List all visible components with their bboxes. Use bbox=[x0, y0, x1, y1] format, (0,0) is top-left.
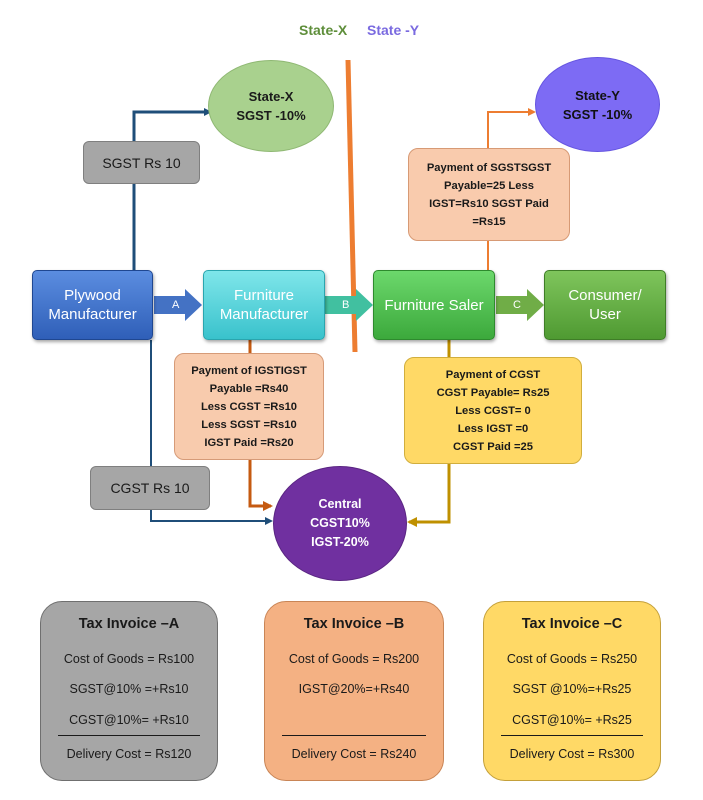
note-line: Payable=25 Less bbox=[444, 179, 534, 192]
state-x-circle: State-X SGST -10% bbox=[208, 60, 334, 152]
invoice-a-title: Tax Invoice –A bbox=[78, 616, 180, 632]
furniture-manufacturer-label-line2: Manufacturer bbox=[219, 306, 309, 323]
invoice-a-sgst: SGST@10% =+Rs10 bbox=[69, 682, 189, 696]
invoice-b-title: Tax Invoice –B bbox=[303, 616, 405, 632]
central-circle-title: Central bbox=[318, 497, 362, 511]
invoice-c-sgst: SGST @10%=+Rs25 bbox=[512, 682, 632, 696]
cgst-connector bbox=[150, 340, 273, 525]
cgst-amount-label: CGST Rs 10 bbox=[110, 480, 190, 496]
cgst-amount-box: CGST Rs 10 bbox=[90, 466, 210, 510]
invoice-c-cost: Cost of Goods = Rs250 bbox=[506, 652, 638, 666]
arrow-c bbox=[496, 289, 544, 321]
invoice-a-divider bbox=[58, 735, 200, 736]
note-line: Less CGST =Rs10 bbox=[200, 400, 298, 413]
invoice-c-divider bbox=[501, 735, 643, 736]
state-y-circle-rate: SGST -10% bbox=[562, 106, 633, 122]
furniture-manufacturer-box: Furniture Manufacturer bbox=[203, 270, 325, 340]
sgst-amount-label: SGST Rs 10 bbox=[102, 154, 181, 171]
sgst-amount-box: SGST Rs 10 bbox=[83, 141, 200, 184]
plywood-label-line2: Manufacturer bbox=[48, 306, 137, 323]
central-circle: Central CGST10% IGST-20% bbox=[273, 466, 407, 581]
state-y-connector-upper bbox=[487, 108, 536, 148]
note-line: Less SGST =Rs10 bbox=[201, 418, 297, 431]
arrow-b-label: B bbox=[342, 299, 350, 311]
note-line: Payment of SGSTSGST bbox=[426, 161, 552, 174]
arrow-a-label: A bbox=[172, 299, 180, 311]
plywood-manufacturer-box: Plywood Manufacturer bbox=[32, 270, 153, 340]
invoice-a-total: Delivery Cost = Rs120 bbox=[66, 747, 192, 761]
invoice-c-total: Delivery Cost = Rs300 bbox=[509, 747, 635, 761]
sgst-payment-note: Payment of SGSTSGST Payable=25 Less IGST… bbox=[408, 148, 570, 241]
furniture-manufacturer-label-line1: Furniture bbox=[233, 287, 295, 304]
state-x-circle-rate: SGST -10% bbox=[236, 108, 306, 123]
invoice-b-cost: Cost of Goods = Rs200 bbox=[288, 652, 420, 666]
arrow-a bbox=[154, 289, 202, 321]
tax-invoice-a: Tax Invoice –A Cost of Goods = Rs100 SGS… bbox=[40, 601, 218, 781]
invoice-c-title: Tax Invoice –C bbox=[521, 616, 623, 632]
cgst-saler-connector-lower bbox=[407, 464, 451, 527]
tax-invoice-b: Tax Invoice –B Cost of Goods = Rs200 IGS… bbox=[264, 601, 444, 781]
note-line: Less CGST= 0 bbox=[455, 404, 531, 417]
note-line: Payment of CGST bbox=[445, 368, 541, 381]
central-circle-igst: IGST-20% bbox=[311, 535, 369, 549]
invoice-b-divider bbox=[282, 735, 426, 736]
note-line: Less IGST =0 bbox=[457, 422, 529, 435]
state-y-circle-title: State-Y bbox=[575, 87, 620, 103]
state-y-circle: State-Y SGST -10% bbox=[535, 57, 660, 152]
consumer-box: Consumer/ User bbox=[544, 270, 666, 340]
state-y-label: State -Y bbox=[367, 22, 420, 38]
arrow-b bbox=[325, 289, 373, 321]
consumer-label-line2: User bbox=[589, 306, 621, 323]
invoice-a-cgst: CGST@10%= +Rs10 bbox=[69, 713, 189, 727]
consumer-label-line1: Consumer/ bbox=[568, 287, 642, 304]
igst-connector-lower bbox=[248, 460, 273, 511]
furniture-saler-box: Furniture Saler bbox=[373, 270, 495, 340]
state-x-label: State-X bbox=[299, 22, 348, 38]
invoice-c-cgst: CGST@10%= +Rs25 bbox=[512, 713, 632, 727]
furniture-saler-label: Furniture Saler bbox=[384, 296, 484, 314]
note-line: Payable =Rs40 bbox=[209, 382, 289, 395]
note-line: IGST Paid =Rs20 bbox=[204, 436, 294, 449]
invoice-b-igst: IGST@20%=+Rs40 bbox=[298, 682, 410, 696]
note-line: IGST=Rs10 SGST Paid bbox=[429, 197, 549, 210]
invoice-b-total: Delivery Cost = Rs240 bbox=[291, 747, 417, 761]
tax-invoice-c: Tax Invoice –C Cost of Goods = Rs250 SGS… bbox=[483, 601, 661, 781]
note-line: Payment of IGSTIGST bbox=[191, 364, 307, 377]
invoice-a-cost: Cost of Goods = Rs100 bbox=[63, 652, 195, 666]
igst-payment-note: Payment of IGSTIGST Payable =Rs40 Less C… bbox=[174, 353, 324, 460]
plywood-label-line1: Plywood bbox=[64, 287, 121, 304]
arrow-c-label: C bbox=[513, 299, 521, 311]
note-line: =Rs15 bbox=[472, 215, 506, 228]
note-line: CGST Payable= Rs25 bbox=[436, 386, 550, 399]
cgst-payment-note: Payment of CGST CGST Payable= Rs25 Less … bbox=[404, 357, 582, 464]
central-circle-cgst: CGST10% bbox=[310, 516, 370, 530]
note-line: CGST Paid =25 bbox=[453, 440, 533, 453]
sgst-connector bbox=[132, 108, 212, 270]
state-x-circle-title: State-X bbox=[248, 89, 294, 104]
